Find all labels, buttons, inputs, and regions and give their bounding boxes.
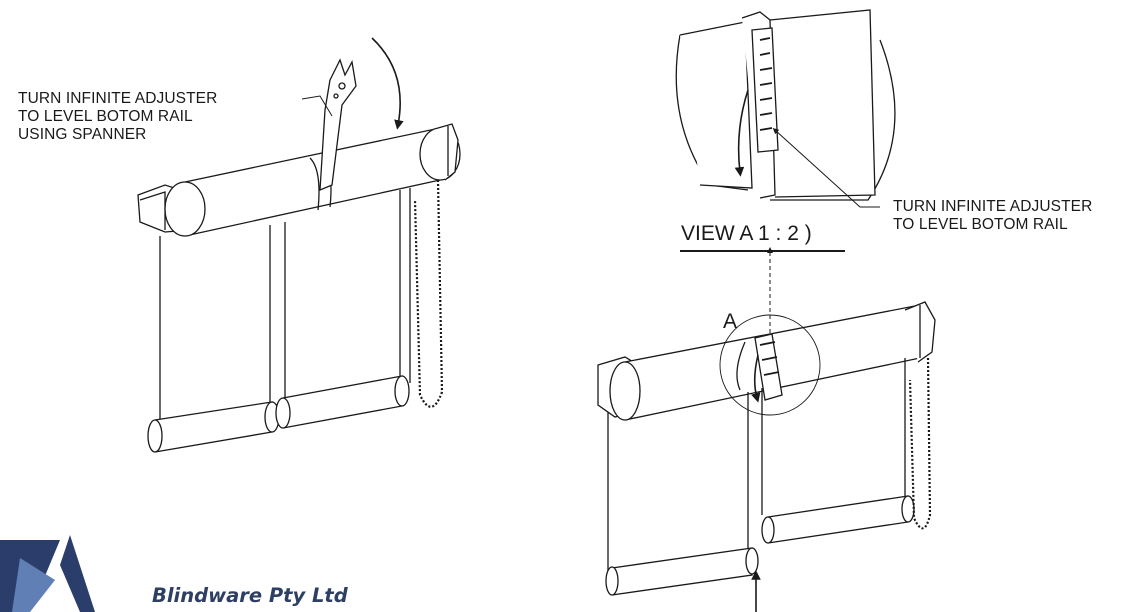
detail-rotation-arrow [734, 89, 749, 177]
detail-callout-line-1: TURN INFINITE ADJUSTER [893, 198, 1093, 215]
left-roller-blind [137, 37, 461, 453]
left-callout-line-1: TURN INFINITE ADJUSTER [18, 90, 218, 107]
right-bottom-rail [605, 495, 915, 596]
detail-view-a [675, 9, 896, 340]
detail-marker-label: A [723, 310, 738, 333]
left-callout-line-3: USING SPANNER [18, 126, 147, 143]
blindware-logo [0, 535, 95, 612]
left-chain-end [437, 123, 459, 181]
detail-callout-leader [772, 127, 880, 208]
left-bottom-rail [147, 375, 410, 453]
detail-callout-line-2: TO LEVEL BOTOM RAIL [893, 216, 1068, 233]
left-callout-line-2: TO LEVEL BOTOM RAIL [18, 108, 193, 125]
spanner-tool [319, 58, 357, 192]
right-chain [908, 357, 932, 530]
left-callout-leader [301, 95, 333, 117]
view-title-underline [680, 250, 845, 252]
right-chain-end [904, 301, 936, 363]
right-roller-blind [597, 301, 936, 612]
company-name: Blindware Pty Ltd [152, 584, 348, 607]
view-title: VIEW A 1 : 2 ) [681, 222, 812, 245]
detail-marker-circle [719, 314, 821, 416]
left-roller-tube [164, 127, 461, 237]
left-chain [413, 179, 444, 408]
rotation-arrow [371, 37, 404, 130]
right-rotation-arrow [751, 354, 761, 403]
